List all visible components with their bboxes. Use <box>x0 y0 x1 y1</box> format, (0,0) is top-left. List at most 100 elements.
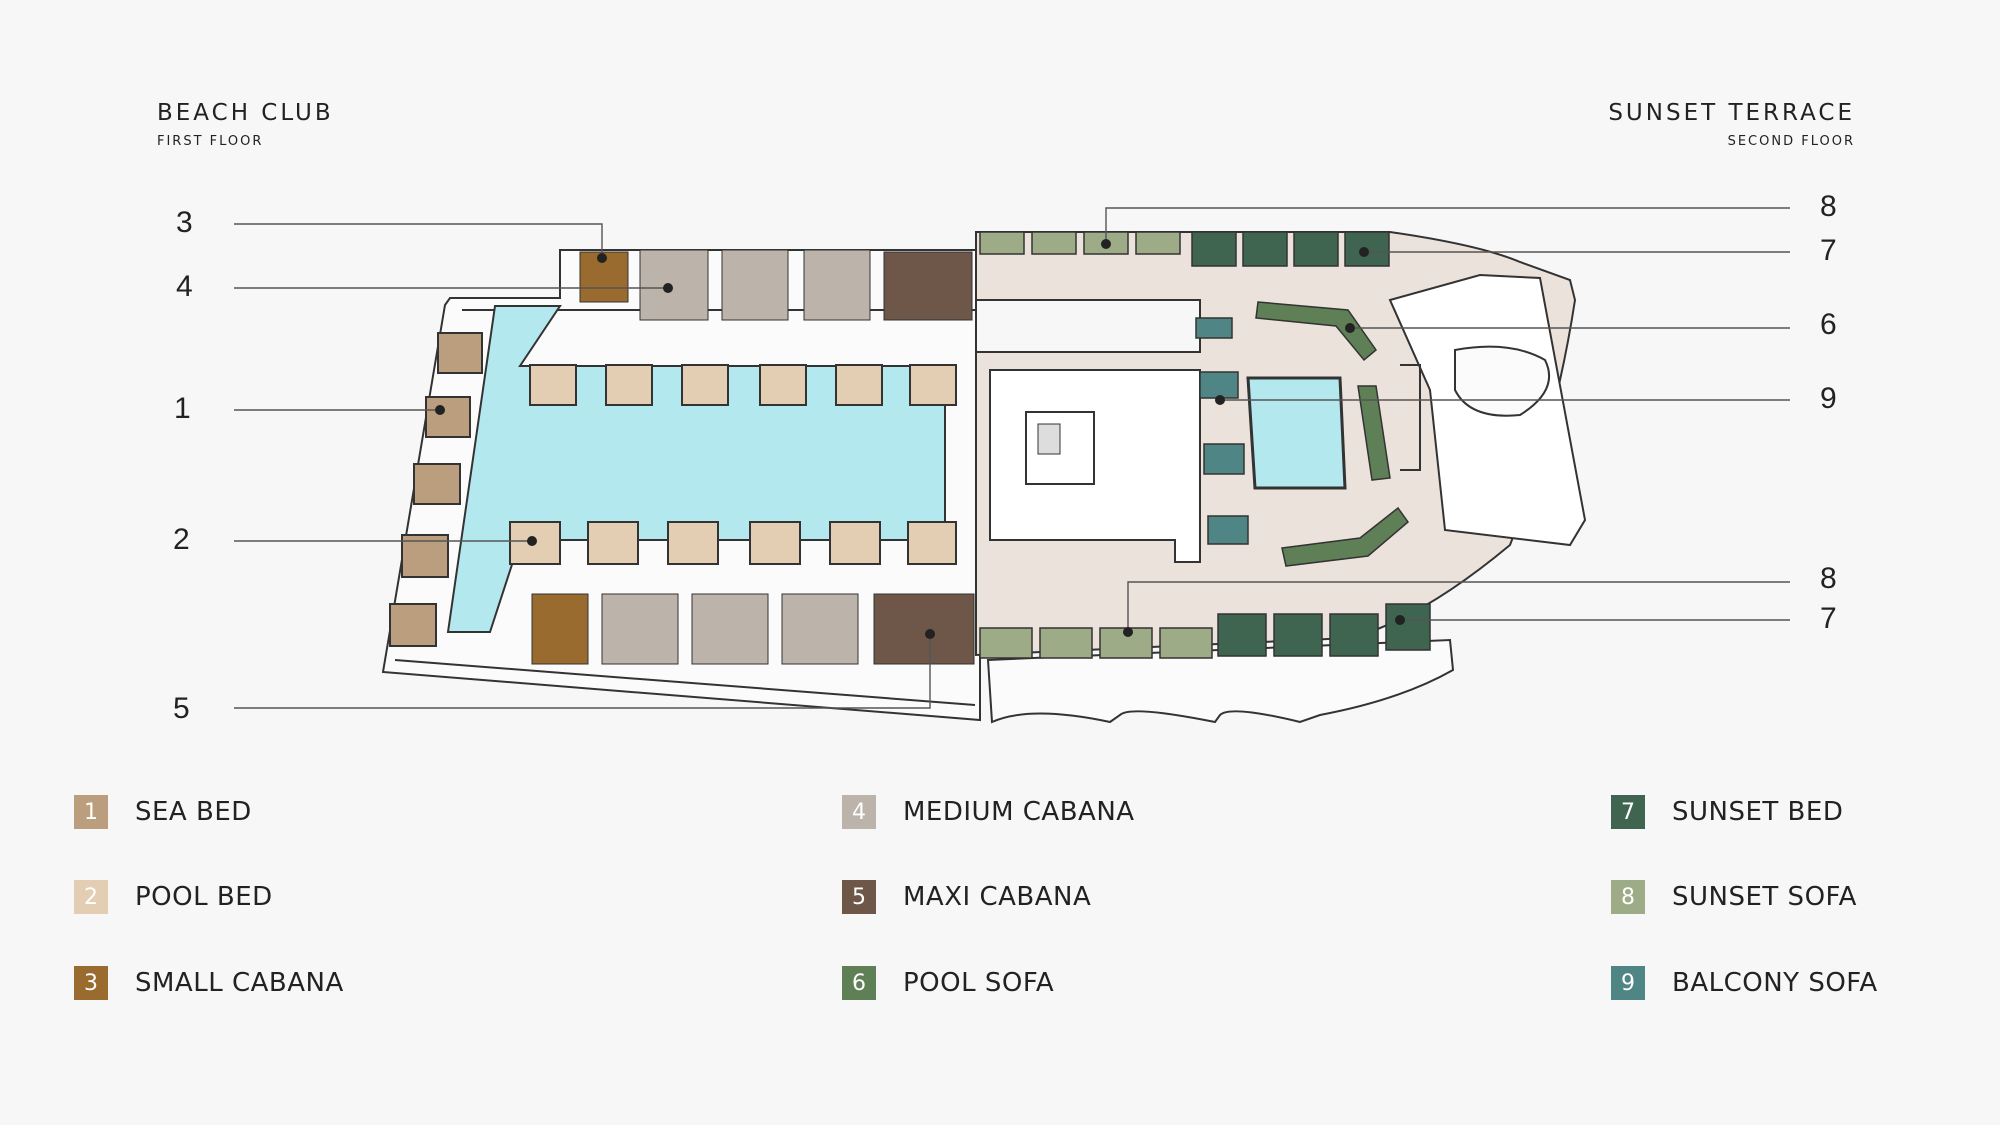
legend-label: SUNSET SOFA <box>1672 882 1857 912</box>
bar-area <box>1025 411 1095 485</box>
callout-dots <box>435 239 1405 639</box>
pool-bed[interactable] <box>667 521 719 565</box>
pool-bed[interactable] <box>835 364 883 406</box>
pool-bed[interactable] <box>907 521 957 565</box>
balcony-sofa[interactable] <box>1199 371 1239 399</box>
pool-bed[interactable] <box>529 364 577 406</box>
pool-sofa[interactable] <box>1255 301 1378 362</box>
callout-leaders <box>234 207 1790 709</box>
callout-right-8-top: 8 <box>1820 190 1837 223</box>
legend-swatch: 9 <box>1611 966 1645 1000</box>
legend-item-pool-bed: 2 POOL BED <box>74 880 273 914</box>
legend-label: POOL SOFA <box>903 968 1055 998</box>
legend-swatch: 3 <box>74 966 108 1000</box>
medium-cabana[interactable] <box>639 249 709 321</box>
sea-bed[interactable] <box>413 463 461 505</box>
pool-bed[interactable] <box>749 521 801 565</box>
sunset-sofa[interactable] <box>1031 231 1077 255</box>
legend-swatch: 2 <box>74 880 108 914</box>
sunset-beds <box>1191 231 1431 657</box>
sea-bed[interactable] <box>389 603 437 647</box>
maxi-cabana[interactable] <box>873 593 975 665</box>
legend-item-medium-cabana: 4 MEDIUM CABANA <box>842 795 1135 829</box>
sunset-bed[interactable] <box>1273 613 1323 657</box>
medium-cabanas <box>601 249 871 665</box>
medium-cabana[interactable] <box>803 249 871 321</box>
sunset-bed[interactable] <box>1293 231 1339 267</box>
medium-cabana[interactable] <box>691 593 769 665</box>
maxi-cabanas <box>873 251 975 665</box>
pool-bed[interactable] <box>829 521 881 565</box>
legend-label: SMALL CABANA <box>135 968 344 998</box>
pool-sofa[interactable] <box>1281 506 1410 567</box>
floor-plan <box>234 207 1790 724</box>
pool-bed[interactable] <box>605 364 653 406</box>
callout-right-9: 9 <box>1820 382 1837 415</box>
sea-beds <box>389 332 483 647</box>
medium-cabana[interactable] <box>781 593 859 665</box>
sunset-sofa[interactable] <box>1135 231 1181 255</box>
legend-item-sunset-sofa: 8 SUNSET SOFA <box>1611 880 1857 914</box>
legend-label: SUNSET BED <box>1672 797 1844 827</box>
legend-label: POOL BED <box>135 882 273 912</box>
sea-bed[interactable] <box>425 396 471 438</box>
legend-item-sea-bed: 1 SEA BED <box>74 795 252 829</box>
sunset-sofa[interactable] <box>1159 627 1213 659</box>
legend-item-sunset-bed: 7 SUNSET BED <box>1611 795 1843 829</box>
legend-swatch: 5 <box>842 880 876 914</box>
legend-item-small-cabana: 3 SMALL CABANA <box>74 966 344 1000</box>
sunset-bed[interactable] <box>1344 231 1390 267</box>
legend-label: BALCONY SOFA <box>1672 968 1878 998</box>
pool-bed[interactable] <box>587 521 639 565</box>
sunset-bed[interactable] <box>1329 613 1379 657</box>
callout-right-6: 6 <box>1820 308 1837 341</box>
callout-left-5: 5 <box>173 692 190 725</box>
sunset-sofa[interactable] <box>979 627 1033 659</box>
sea-bed[interactable] <box>401 534 449 578</box>
callout-left-1: 1 <box>174 392 191 425</box>
small-cabana[interactable] <box>531 593 589 665</box>
callout-right-7-bottom: 7 <box>1820 602 1837 635</box>
sunset-bed[interactable] <box>1242 231 1288 267</box>
callout-left-3: 3 <box>176 206 193 239</box>
legend-swatch: 1 <box>74 795 108 829</box>
beach-club-header: BEACH CLUB FIRST FLOOR <box>157 100 334 149</box>
maxi-cabana[interactable] <box>883 251 973 321</box>
legend-label: MAXI CABANA <box>903 882 1092 912</box>
sea-bed[interactable] <box>437 332 483 374</box>
sunset-sofa[interactable] <box>979 231 1025 255</box>
callout-right-7-top: 7 <box>1820 234 1837 267</box>
legend-label: SEA BED <box>135 797 252 827</box>
pool-bed[interactable] <box>681 364 729 406</box>
balcony-sofa[interactable] <box>1207 515 1249 545</box>
legend-label: MEDIUM CABANA <box>903 797 1135 827</box>
sunset-sofa[interactable] <box>1039 627 1093 659</box>
sunset-terrace-pool <box>1246 376 1347 490</box>
balcony-sofa[interactable] <box>1203 443 1245 475</box>
legend-swatch: 7 <box>1611 795 1645 829</box>
sunset-bed[interactable] <box>1385 603 1431 651</box>
legend-swatch: 8 <box>1611 880 1645 914</box>
callout-right-8-bottom: 8 <box>1820 562 1837 595</box>
legend-swatch: 6 <box>842 966 876 1000</box>
legend-item-maxi-cabana: 5 MAXI CABANA <box>842 880 1091 914</box>
beach-club-subtitle: FIRST FLOOR <box>157 134 264 149</box>
legend-swatch: 4 <box>842 795 876 829</box>
callout-left-2: 2 <box>173 523 190 556</box>
sunset-terrace-header: SUNSET TERRACE SECOND FLOOR <box>1608 100 1855 149</box>
legend-item-pool-sofa: 6 POOL SOFA <box>842 966 1054 1000</box>
pool-sofa[interactable] <box>1357 385 1391 481</box>
pool-bed[interactable] <box>759 364 807 406</box>
balcony-sofas <box>1195 317 1249 545</box>
balcony-sofa[interactable] <box>1195 317 1233 339</box>
legend-item-balcony-sofa: 9 BALCONY SOFA <box>1611 966 1878 1000</box>
medium-cabana[interactable] <box>601 593 679 665</box>
sunset-bed[interactable] <box>1217 613 1267 657</box>
sunset-terrace-title: SUNSET TERRACE <box>1608 100 1855 126</box>
medium-cabana[interactable] <box>721 249 789 321</box>
sunset-bed[interactable] <box>1191 231 1237 267</box>
pool-bed[interactable] <box>909 364 957 406</box>
callout-left-4: 4 <box>176 270 193 303</box>
sunset-sofas <box>979 231 1213 659</box>
beach-club-title: BEACH CLUB <box>157 100 334 126</box>
